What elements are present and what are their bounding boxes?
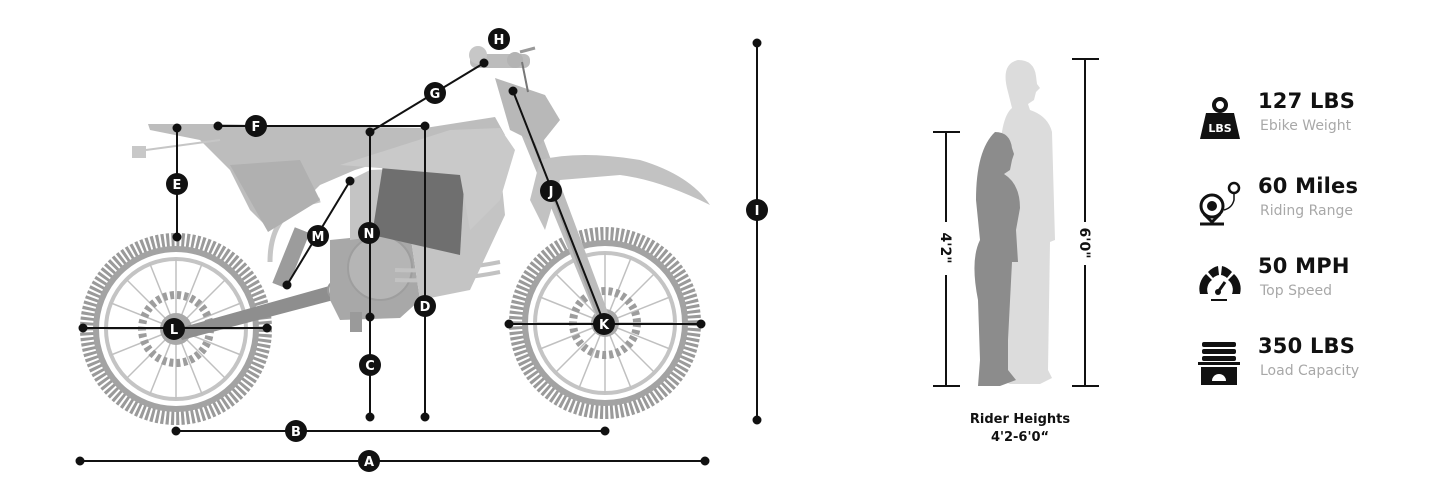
svg-text:N: N xyxy=(364,227,375,242)
short-rider-silhouette xyxy=(974,132,1020,386)
badge-e: E xyxy=(166,173,188,195)
spec-label: Riding Range xyxy=(1260,203,1353,219)
swingarm xyxy=(176,283,345,340)
badge-j: J xyxy=(540,180,562,202)
svg-text:B: B xyxy=(291,425,301,440)
badge-i: I xyxy=(746,199,768,221)
tank-shroud xyxy=(340,128,515,230)
rider-heights-range: 4'2-6'0“ xyxy=(990,430,1050,445)
speedometer-icon xyxy=(1199,266,1241,301)
spec-value: 60 Miles xyxy=(1258,174,1359,198)
load-scale-icon xyxy=(1198,342,1240,385)
svg-text:K: K xyxy=(599,318,610,333)
svg-text:D: D xyxy=(420,300,431,315)
svg-text:G: G xyxy=(430,87,441,102)
spec-label: Load Capacity xyxy=(1260,363,1360,379)
dirt-bike-illustration xyxy=(80,46,710,425)
badge-g: G xyxy=(424,82,446,104)
footpeg xyxy=(350,312,362,332)
short-rider-height: 4'2" xyxy=(937,232,953,263)
svg-text:A: A xyxy=(364,455,374,470)
spec-item-weight: LBS 127 LBS Ebike Weight xyxy=(1196,89,1426,149)
badge-b: B xyxy=(285,420,307,442)
svg-text:L: L xyxy=(170,323,178,338)
badge-l: L xyxy=(163,318,185,340)
badge-n: N xyxy=(358,222,380,244)
rider-heights-title: Rider Heights xyxy=(969,412,1071,427)
svg-text:C: C xyxy=(365,359,375,374)
rear-shock xyxy=(272,227,310,289)
badge-m: M xyxy=(307,225,329,247)
tall-rider-silhouette xyxy=(1000,60,1055,384)
svg-text:I: I xyxy=(755,204,760,219)
badge-d: D xyxy=(414,295,436,317)
spec-value: 127 LBS xyxy=(1258,89,1356,113)
svg-text:M: M xyxy=(312,230,325,245)
badge-h: H xyxy=(488,28,510,50)
range-location-pin-icon xyxy=(1199,181,1241,226)
spec-value: 350 LBS xyxy=(1258,334,1356,358)
tall-rider-height: 6'0" xyxy=(1076,227,1092,258)
svg-text:J: J xyxy=(548,185,554,200)
rider-height-comparison: 4'2" 6'0" xyxy=(933,58,1099,387)
spec-item-load: 350 LBS Load Capacity xyxy=(1196,334,1426,394)
battery-pack xyxy=(372,165,465,255)
svg-text:E: E xyxy=(173,178,182,193)
svg-text:F: F xyxy=(252,120,261,135)
rider-measure-lines xyxy=(933,58,1099,387)
svg-text:LBS: LBS xyxy=(1208,122,1231,135)
spec-value: 50 MPH xyxy=(1258,254,1350,278)
weight-lbs-icon: LBS xyxy=(1200,97,1240,139)
rider-heights-caption: Rider Heights 4'2-6'0“ xyxy=(940,411,1100,447)
spec-label: Ebike Weight xyxy=(1260,118,1352,134)
badge-c: C xyxy=(359,354,381,376)
spec-item-range: 60 Miles Riding Range xyxy=(1196,174,1426,234)
tail-light xyxy=(132,146,146,158)
svg-text:H: H xyxy=(494,33,505,48)
badge-a: A xyxy=(358,450,380,472)
spec-label: Top Speed xyxy=(1260,283,1332,299)
dimension-badges: A B C D E F G H I J K L M N xyxy=(163,28,768,472)
badge-f: F xyxy=(245,115,267,137)
front-fender xyxy=(530,155,710,230)
spec-item-speed: 50 MPH Top Speed xyxy=(1196,254,1426,314)
badge-k: K xyxy=(593,313,615,335)
